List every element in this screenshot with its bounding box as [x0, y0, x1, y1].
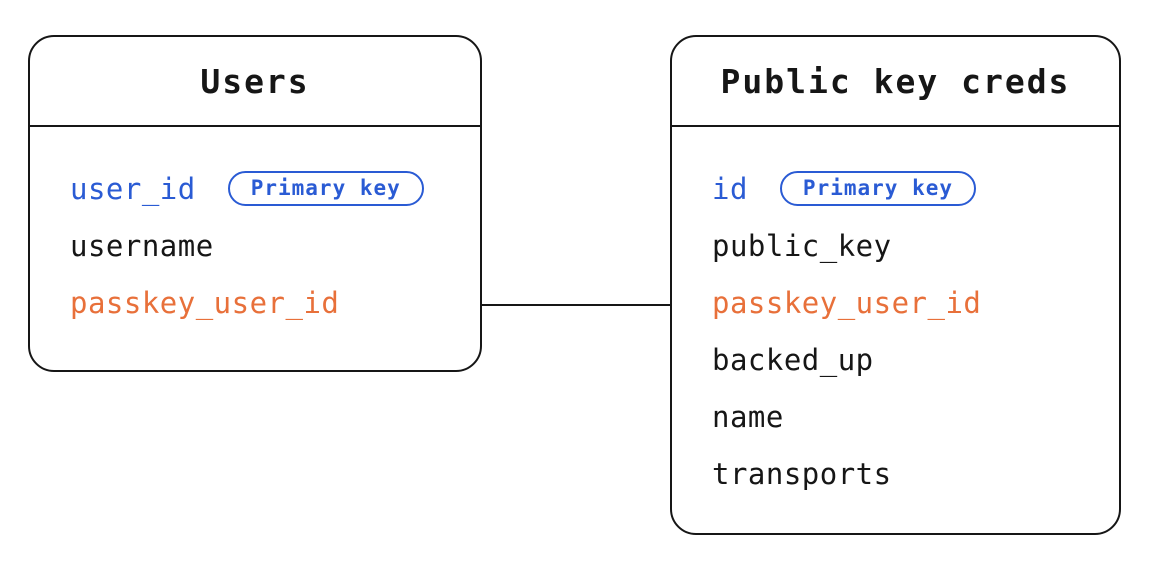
- field-row-username: username: [70, 217, 440, 274]
- field-label-creds-passkey-user-id: passkey_user_id: [712, 285, 982, 320]
- table-public-key-creds-title: Public key creds: [720, 61, 1071, 101]
- table-public-key-creds-fields: id Primary key public_key passkey_user_i…: [672, 127, 1119, 502]
- field-row-id: id Primary key: [712, 160, 1079, 217]
- table-users-title: Users: [200, 61, 310, 101]
- field-label-users-passkey-user-id: passkey_user_id: [70, 285, 340, 320]
- primary-key-badge-users: Primary key: [227, 171, 424, 206]
- field-label-user-id: user_id: [70, 171, 196, 206]
- field-row-creds-passkey-user-id: passkey_user_id: [712, 274, 1079, 331]
- field-row-users-passkey-user-id: passkey_user_id: [70, 274, 440, 331]
- table-public-key-creds: Public key creds id Primary key public_k…: [670, 35, 1121, 535]
- field-label-id: id: [712, 171, 748, 206]
- field-row-user-id: user_id Primary key: [70, 160, 440, 217]
- table-users-header: Users: [30, 37, 480, 127]
- field-row-backed-up: backed_up: [712, 331, 1079, 388]
- field-row-name: name: [712, 388, 1079, 445]
- primary-key-badge-public-key-creds: Primary key: [779, 171, 976, 206]
- field-label-public-key: public_key: [712, 228, 892, 263]
- field-label-backed-up: backed_up: [712, 342, 874, 377]
- table-users: Users user_id Primary key username passk…: [28, 35, 482, 372]
- field-row-transports: transports: [712, 445, 1079, 502]
- relationship-line-passkey-user-id: [482, 304, 670, 306]
- field-row-public-key: public_key: [712, 217, 1079, 274]
- table-users-fields: user_id Primary key username passkey_use…: [30, 127, 480, 331]
- table-public-key-creds-header: Public key creds: [672, 37, 1119, 127]
- field-label-username: username: [70, 228, 214, 263]
- field-label-transports: transports: [712, 456, 892, 491]
- field-label-name: name: [712, 399, 784, 434]
